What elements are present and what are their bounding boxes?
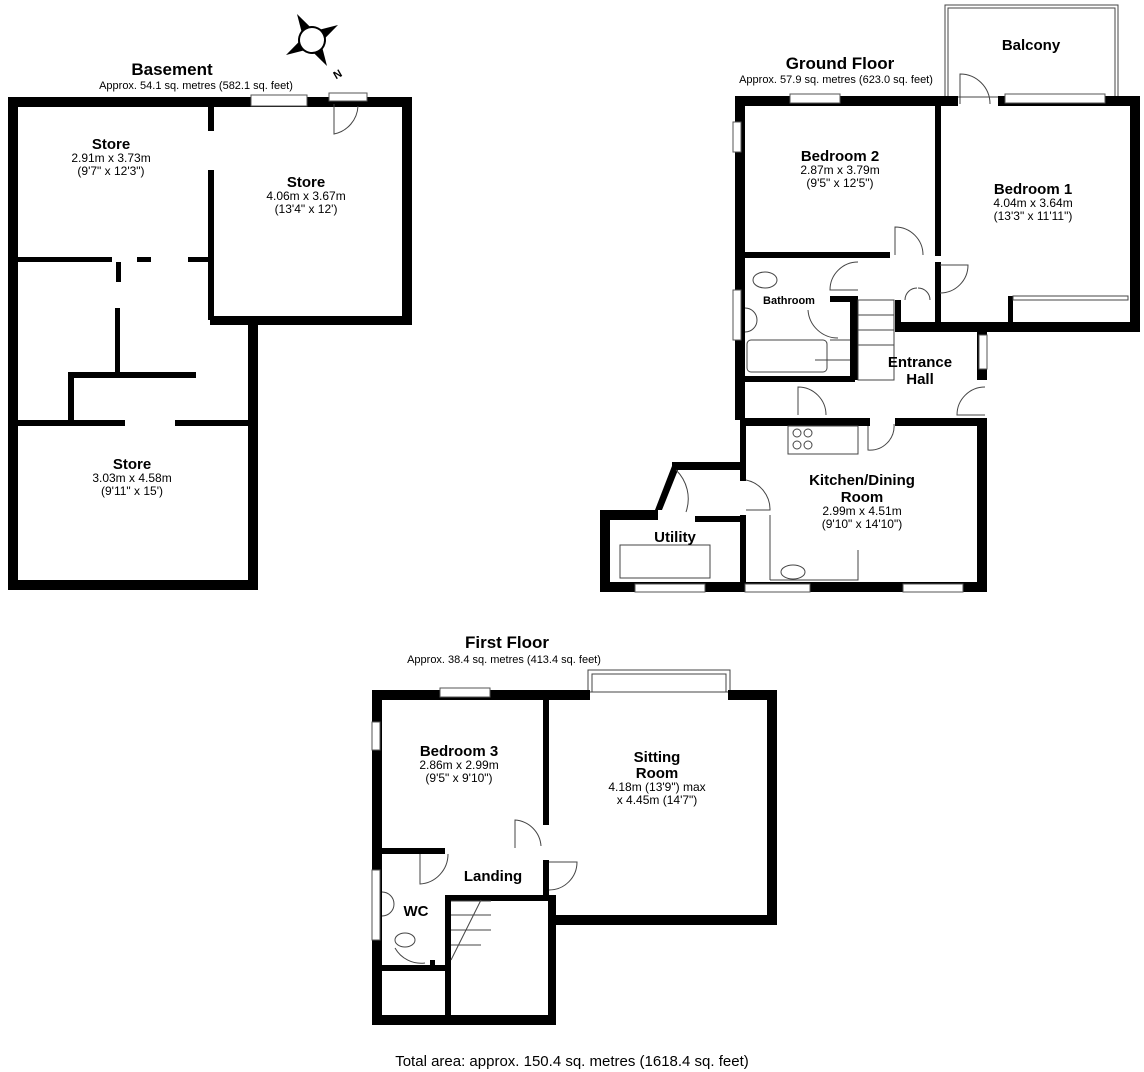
- svg-text:3.03m x 4.58m: 3.03m x 4.58m: [92, 471, 171, 485]
- room-sitting-room: Sitting Room 4.18m (13'9") max x 4.45m (…: [608, 749, 705, 807]
- svg-text:(13'4" x 12'): (13'4" x 12'): [275, 202, 338, 216]
- svg-text:(9'5" x 9'10"): (9'5" x 9'10"): [425, 771, 492, 785]
- room-bedroom-2: Bedroom 2 2.87m x 3.79m (9'5" x 12'5"): [800, 148, 879, 190]
- utility-label: Utility: [654, 529, 696, 546]
- svg-text:(9'11" x 15'): (9'11" x 15'): [101, 484, 163, 498]
- svg-text:Bedroom 1: Bedroom 1: [994, 181, 1072, 198]
- svg-text:Store: Store: [287, 174, 325, 191]
- svg-text:4.06m x 3.67m: 4.06m x 3.67m: [266, 189, 345, 203]
- svg-text:x 4.45m (14'7"): x 4.45m (14'7"): [617, 793, 698, 807]
- ground-floor-title: Ground Floor: [786, 54, 895, 73]
- first-floor-plan: First Floor Approx. 38.4 sq. metres (413…: [371, 633, 777, 1025]
- ground-floor-plan: Ground Floor Approx. 57.9 sq. metres (62…: [600, 4, 1140, 593]
- basement-plan: Basement Approx. 54.1 sq. metres (582.1 …: [8, 60, 412, 590]
- balcony-label: Balcony: [1002, 37, 1061, 54]
- entrance-hall-label-1: Entrance: [888, 354, 952, 371]
- svg-text:Kitchen/Dining: Kitchen/Dining: [809, 472, 915, 489]
- compass-north-label: N: [332, 68, 345, 82]
- svg-text:(9'5" x 12'5"): (9'5" x 12'5"): [806, 176, 873, 190]
- ground-floor-area: Approx. 57.9 sq. metres (623.0 sq. feet): [739, 74, 933, 86]
- svg-text:Store: Store: [113, 456, 151, 473]
- svg-text:Bedroom 2: Bedroom 2: [801, 148, 879, 165]
- svg-text:Room: Room: [841, 489, 884, 506]
- compass-icon: [286, 14, 338, 66]
- total-area: Total area: approx. 150.4 sq. metres (16…: [395, 1053, 749, 1070]
- wc-label: WC: [404, 903, 429, 920]
- entrance-hall-label-2: Hall: [906, 371, 934, 388]
- room-bedroom-1: Bedroom 1 4.04m x 3.64m (13'3" x 11'11"): [993, 181, 1072, 223]
- svg-text:(9'7" x 12'3"): (9'7" x 12'3"): [77, 164, 144, 178]
- svg-text:2.99m x 4.51m: 2.99m x 4.51m: [822, 504, 901, 518]
- svg-text:Store: Store: [92, 136, 130, 153]
- svg-text:Bedroom 3: Bedroom 3: [420, 743, 498, 760]
- svg-text:4.18m (13'9") max: 4.18m (13'9") max: [608, 780, 705, 794]
- room-bedroom-3: Bedroom 3 2.86m x 2.99m (9'5" x 9'10"): [419, 743, 498, 785]
- basement-title: Basement: [131, 60, 213, 79]
- svg-text:2.91m x 3.73m: 2.91m x 3.73m: [71, 151, 150, 165]
- room-kitchen-dining: Kitchen/Dining Room 2.99m x 4.51m (9'10"…: [809, 472, 915, 531]
- room-store-3: Store 3.03m x 4.58m (9'11" x 15'): [92, 456, 171, 498]
- room-store-2: Store 4.06m x 3.67m (13'4" x 12'): [266, 174, 345, 216]
- bathroom-label: Bathroom: [763, 295, 815, 307]
- svg-text:2.86m x 2.99m: 2.86m x 2.99m: [419, 758, 498, 772]
- svg-text:2.87m x 3.79m: 2.87m x 3.79m: [800, 163, 879, 177]
- basement-area: Approx. 54.1 sq. metres (582.1 sq. feet): [99, 80, 293, 92]
- first-floor-title: First Floor: [465, 633, 549, 652]
- svg-text:(9'10" x 14'10"): (9'10" x 14'10"): [822, 517, 902, 531]
- svg-text:Sitting: Sitting: [634, 749, 681, 766]
- svg-text:(13'3" x 11'11"): (13'3" x 11'11"): [994, 209, 1073, 223]
- landing-label: Landing: [464, 868, 522, 885]
- svg-text:Room: Room: [636, 765, 679, 782]
- first-floor-area: Approx. 38.4 sq. metres (413.4 sq. feet): [407, 654, 601, 666]
- room-store-1: Store 2.91m x 3.73m (9'7" x 12'3"): [71, 136, 150, 178]
- svg-text:4.04m x 3.64m: 4.04m x 3.64m: [993, 196, 1072, 210]
